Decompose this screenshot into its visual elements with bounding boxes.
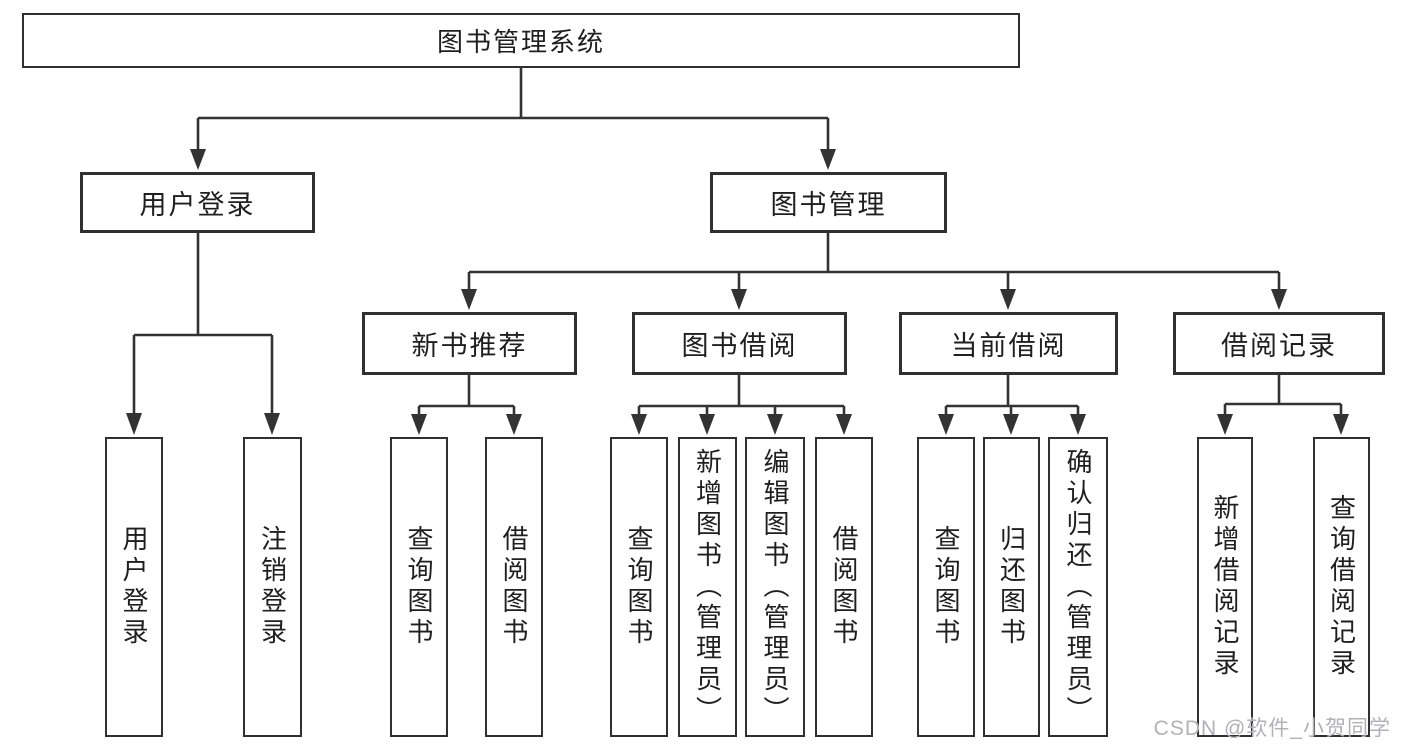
node-label: 借阅记录 bbox=[1221, 331, 1337, 361]
node-label: 查询图书 bbox=[404, 525, 434, 649]
node-label: 查询图书 bbox=[931, 525, 961, 649]
node-label: 查询借阅记录 bbox=[1326, 494, 1357, 680]
watermark: CSDN @软件_小贺同学 bbox=[1153, 717, 1391, 740]
leaf-query-borrow-record: 查询借阅记录 bbox=[1313, 437, 1370, 737]
leaf-edit-books-admin: 编辑图书（管理员） bbox=[745, 437, 805, 737]
node-user-login: 用户登录 bbox=[80, 172, 315, 233]
node-book-borrowing: 图书借阅 bbox=[632, 312, 847, 375]
node-label: 确认归还（管理员） bbox=[1063, 447, 1093, 727]
leaf-add-books-admin: 新增图书（管理员） bbox=[678, 437, 737, 737]
node-label: 新书推荐 bbox=[411, 331, 528, 361]
node-label: 借阅图书 bbox=[499, 525, 529, 649]
node-current-borrowing: 当前借阅 bbox=[899, 312, 1118, 375]
node-label: 图书管理 bbox=[770, 190, 887, 220]
node-label: 编辑图书（管理员） bbox=[760, 447, 790, 727]
leaf-query-books-1: 查询图书 bbox=[390, 437, 448, 737]
node-label: 新增借阅记录 bbox=[1210, 494, 1240, 680]
node-label: 借阅图书 bbox=[829, 525, 859, 649]
node-label: 新增图书（管理员） bbox=[692, 447, 723, 727]
leaf-return-books: 归还图书 bbox=[983, 437, 1040, 737]
node-book-management-system: 图书管理系统 bbox=[22, 13, 1020, 68]
node-label: 当前借阅 bbox=[950, 331, 1067, 361]
node-label: 用户登录 bbox=[119, 525, 149, 649]
node-label: 查询图书 bbox=[624, 525, 654, 649]
leaf-query-books-3: 查询图书 bbox=[917, 437, 975, 737]
node-new-book-recommendation: 新书推荐 bbox=[362, 312, 577, 375]
leaf-add-borrow-record: 新增借阅记录 bbox=[1197, 437, 1253, 737]
node-label: 图书管理系统 bbox=[436, 27, 605, 57]
leaf-borrow-books-2: 借阅图书 bbox=[815, 437, 873, 737]
leaf-logout: 注销登录 bbox=[243, 437, 302, 737]
leaf-borrow-books-1: 借阅图书 bbox=[485, 437, 543, 737]
node-label: 注销登录 bbox=[257, 525, 288, 649]
node-book-management: 图书管理 bbox=[710, 172, 947, 233]
node-label: 归还图书 bbox=[996, 525, 1027, 649]
node-borrowing-records: 借阅记录 bbox=[1173, 312, 1385, 375]
node-label: 图书借阅 bbox=[681, 331, 798, 361]
node-label: 用户登录 bbox=[139, 190, 256, 220]
leaf-confirm-return-admin: 确认归还（管理员） bbox=[1048, 437, 1108, 737]
leaf-user-login: 用户登录 bbox=[105, 437, 163, 737]
leaf-query-books-2: 查询图书 bbox=[610, 437, 668, 737]
